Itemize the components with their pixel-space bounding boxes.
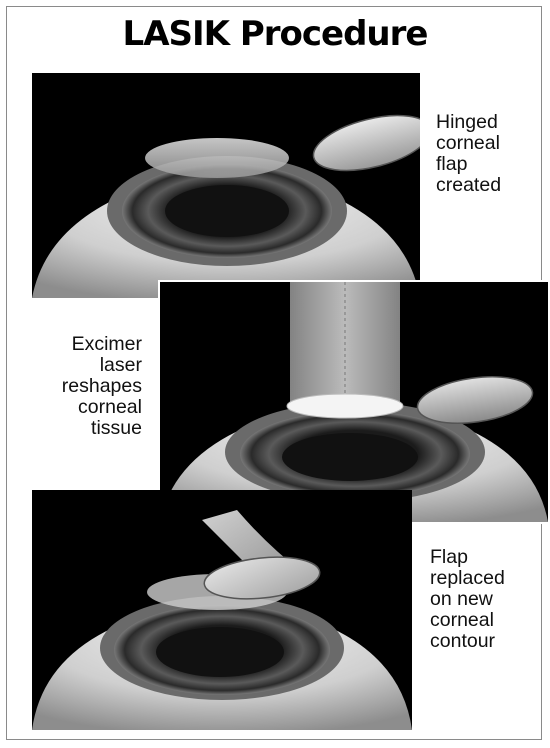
panel-flap-replaced [32,490,412,730]
eye-illustration-3 [32,490,412,730]
caption-line: replaced [430,568,505,589]
caption-line: corneal [436,133,501,154]
caption-step-3: Flap replaced on new corneal contour [430,547,505,652]
eye-illustration-1 [32,73,420,298]
treated-cornea [287,394,403,418]
caption-line: laser [30,355,142,376]
caption-line: Flap [430,547,505,568]
caption-line: flap [436,154,501,175]
caption-line: contour [430,631,505,652]
corneal-flap [308,105,420,181]
pupil [156,627,284,677]
caption-line: reshapes [30,376,142,397]
caption-line: Hinged [436,112,501,133]
caption-line: on new [430,589,505,610]
caption-line: corneal [30,397,142,418]
caption-line: created [436,175,501,196]
corneal-bed [145,138,289,178]
pupil [282,433,418,481]
caption-step-1: Hinged corneal flap created [436,112,501,196]
panel-flap-created [32,73,420,298]
caption-line: corneal [430,610,505,631]
corneal-flap [202,552,322,604]
caption-step-2: Excimer laser reshapes corneal tissue [30,334,142,439]
caption-line: tissue [30,418,142,439]
eye-illustration-2 [160,282,548,522]
pupil [165,185,289,237]
figure-title: LASIK Procedure [0,14,550,54]
panel-laser-reshape [158,280,550,524]
caption-line: Excimer [30,334,142,355]
